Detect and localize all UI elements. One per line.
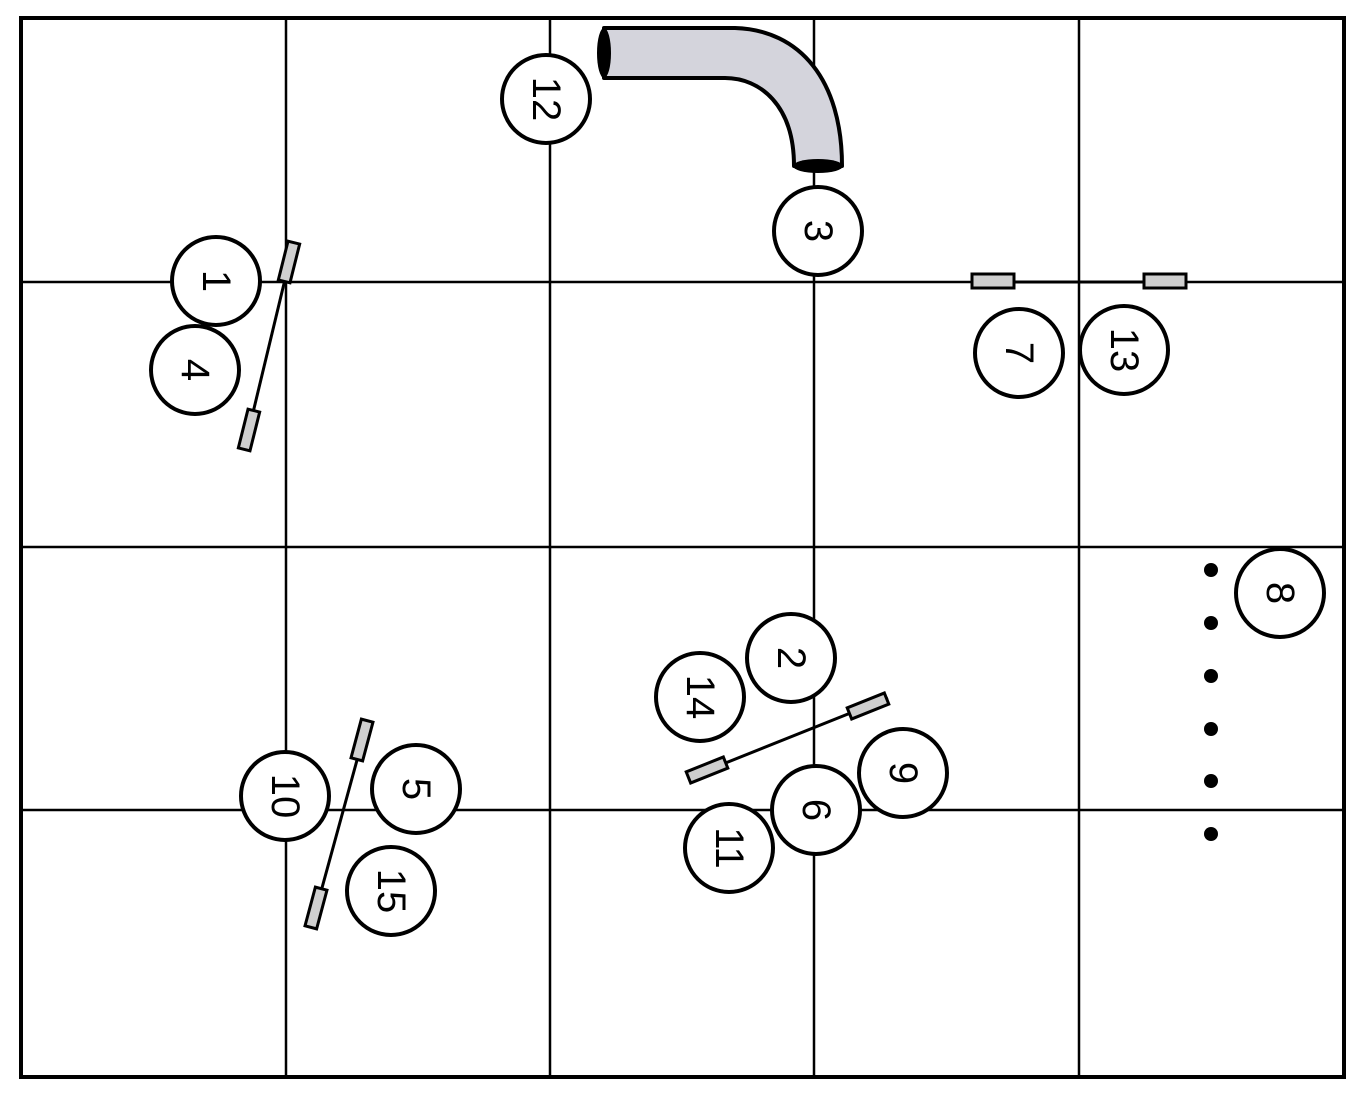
bar-jump-6-9-11 [684,691,891,785]
jump-wing [303,885,329,931]
marker-label: 4 [173,359,217,381]
course-grid [21,18,1344,1077]
marker-label: 13 [1102,328,1146,373]
marker-9: 9 [857,727,949,819]
marker-label: 12 [524,77,568,122]
weave-poles [1204,563,1218,841]
weave-pole [1204,827,1218,841]
marker-label: 1 [194,270,238,292]
jump-wing [845,691,891,721]
marker-label: 11 [707,827,751,869]
bar-jump-7-13 [970,272,1188,290]
marker-label: 3 [796,220,840,242]
weave-pole [1204,563,1218,577]
ring-border [19,16,1346,1079]
marker-label: 10 [263,774,307,819]
marker-5: 5 [370,743,462,835]
marker-13: 13 [1078,304,1170,396]
weave-pole [1204,616,1218,630]
marker-15: 15 [345,845,437,937]
jump-wing [684,755,730,785]
tunnel-obstacle [597,26,844,173]
bar-jump-5-10-15 [303,717,375,931]
marker-label: 6 [794,799,838,821]
marker-4: 4 [149,324,241,416]
tunnel-exit [793,159,843,173]
jump-wing [1142,272,1188,290]
marker-2: 2 [745,612,837,704]
jump-wing [349,717,375,763]
marker-7: 7 [973,307,1065,399]
marker-14: 14 [654,651,746,743]
marker-label: 15 [369,869,413,914]
jump-wing [276,239,302,285]
marker-label: 8 [1258,582,1302,604]
marker-10: 10 [239,750,331,842]
weave-pole [1204,669,1218,683]
marker-3: 3 [772,185,864,277]
weave-pole [1204,722,1218,736]
marker-label: 2 [769,647,813,669]
marker-8: 8 [1234,547,1326,639]
weave-pole [1204,774,1218,788]
marker-label: 5 [394,778,438,800]
jump-wing [236,407,262,453]
marker-label: 9 [881,762,925,784]
marker-6: 6 [770,764,862,856]
tunnel-entrance [597,28,611,78]
marker-11: 11 [683,802,775,894]
jump-wing [970,272,1016,290]
marker-label: 14 [678,675,722,720]
number-markers: 1 4 12 3 7 13 8 2 [149,53,1326,937]
marker-1: 1 [170,235,262,327]
marker-label: 7 [997,342,1041,364]
bar-jump-1-4 [236,239,302,453]
marker-12: 12 [500,53,592,145]
